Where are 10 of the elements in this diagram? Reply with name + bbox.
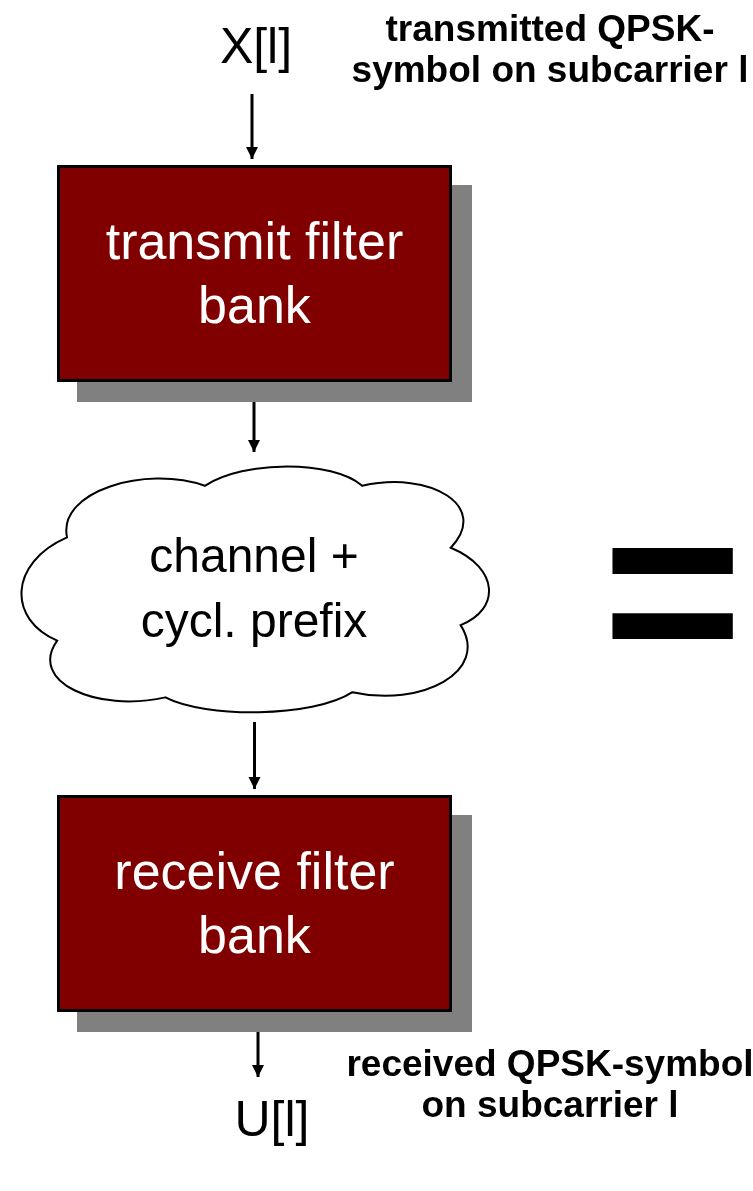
signal-label: U[l] [212, 1085, 332, 1153]
node-text: channel + cycl. prefix [139, 528, 369, 649]
signal-description: transmitted QPSK-symbol on subcarrier l [350, 8, 750, 91]
signal-label: X[l] [196, 12, 316, 80]
equals-sign: = [601, 470, 744, 710]
node-text: receive filter bank [113, 841, 396, 966]
arrow [248, 722, 261, 789]
arrow [246, 94, 258, 159]
node-text: transmit filter bank [104, 211, 405, 336]
signal-description: received QPSK-symbol on subcarrier l [345, 1043, 753, 1126]
